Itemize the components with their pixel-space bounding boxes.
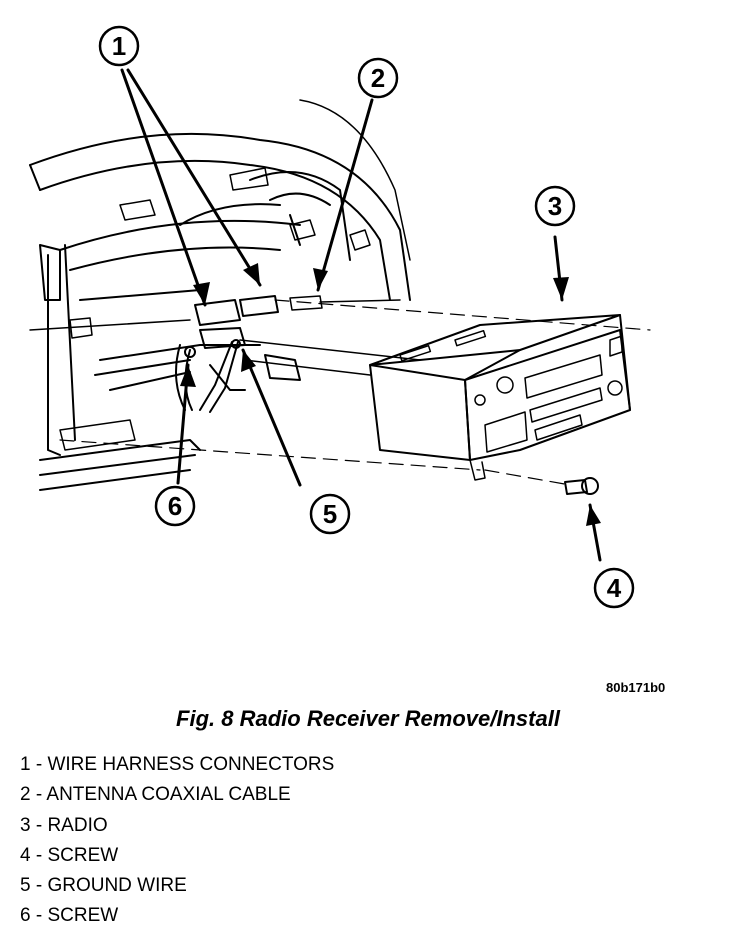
legend-item: 4 - SCREW (20, 841, 334, 871)
legend-item: 1 - WIRE HARNESS CONNECTORS (20, 750, 334, 780)
screw-drawing (564, 477, 599, 495)
callout-5-label: 5 (323, 499, 337, 529)
leader-lines (120, 68, 602, 562)
image-code: 80b171b0 (606, 680, 666, 695)
callout-4-label: 4 (607, 573, 622, 603)
figure-caption: Fig. 8 Radio Receiver Remove/Install (176, 706, 560, 731)
arrowheads (180, 263, 601, 526)
radio-unit (369, 314, 631, 481)
callout-1-label: 1 (112, 31, 126, 61)
legend-number: 3 (20, 814, 31, 836)
callout-1: 1 (98, 25, 140, 67)
legend-text: - SCREW (30, 844, 119, 866)
legend-list: 1 - WIRE HARNESS CONNECTORS 2 - ANTENNA … (20, 750, 334, 932)
callout-6: 6 (154, 485, 196, 527)
callout-3: 3 (534, 185, 576, 227)
alignment-lines (59, 299, 651, 486)
legend-text: - RADIO (30, 814, 108, 836)
legend-number: 5 (20, 875, 31, 897)
callout-6-label: 6 (168, 491, 182, 521)
legend-text: - WIRE HARNESS CONNECTORS (30, 754, 335, 775)
wire-harness (175, 295, 401, 413)
callout-2-label: 2 (371, 63, 385, 93)
illustration: 1 2 3 4 5 6 (29, 25, 651, 609)
callout-2: 2 (357, 57, 399, 99)
legend-item: 2 - ANTENNA COAXIAL CABLE (20, 780, 334, 810)
callout-4: 4 (593, 567, 635, 609)
legend-number: 1 (20, 754, 31, 775)
legend-number: 4 (20, 844, 31, 866)
callout-5: 5 (309, 493, 351, 535)
legend-text: - SCREW (30, 905, 119, 927)
legend-item: 3 - RADIO (20, 811, 334, 841)
legend-text: - GROUND WIRE (30, 875, 187, 897)
callout-3-label: 3 (548, 191, 562, 221)
legend-text: - ANTENNA COAXIAL CABLE (30, 784, 291, 806)
legend-number: 2 (20, 784, 31, 806)
legend-number: 6 (20, 905, 31, 927)
dashboard-frame (29, 99, 421, 491)
legend-item: 6 - SCREW (20, 901, 334, 931)
radio-install-drawing: 1 2 3 4 5 6 (29, 25, 651, 609)
legend-item: 5 - GROUND WIRE (20, 871, 334, 901)
